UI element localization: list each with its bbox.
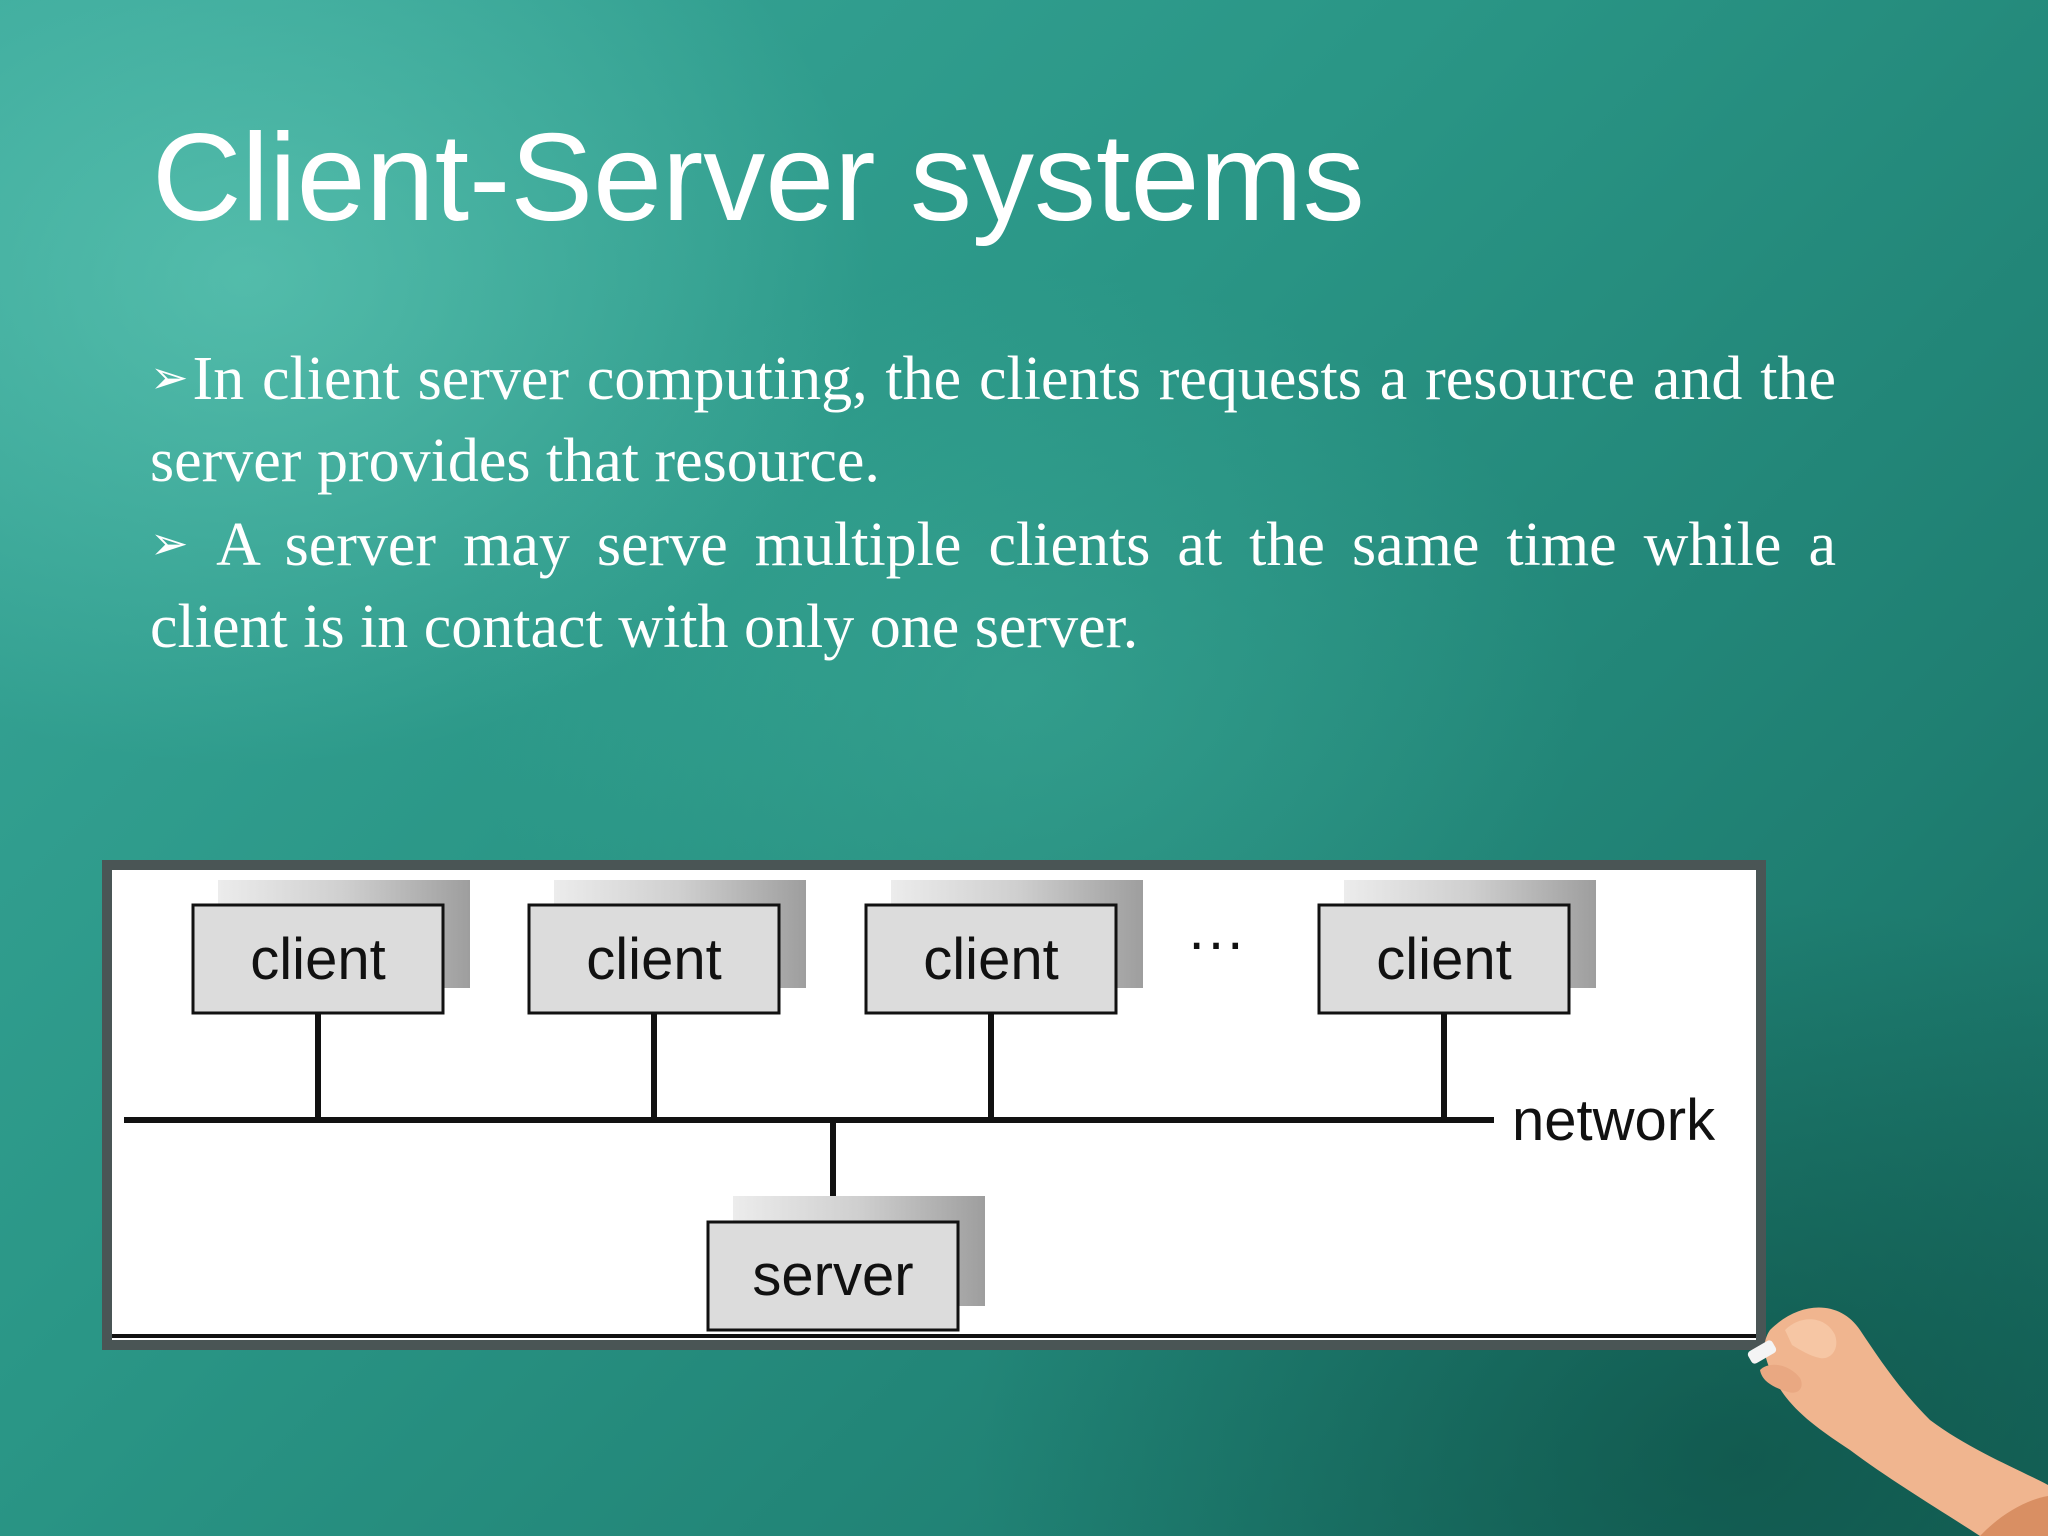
client-label: client bbox=[923, 927, 1058, 992]
arrow-bullet-icon: ➢ bbox=[150, 350, 189, 404]
slide-title: Client-Server systems bbox=[152, 109, 1365, 247]
client-label: client bbox=[250, 927, 385, 992]
arrow-bullet-icon: ➢ bbox=[150, 516, 189, 570]
bullet-item: ➢In client server computing, the clients… bbox=[150, 336, 1836, 502]
ellipsis-label: ··· bbox=[1187, 910, 1245, 975]
client-node: client bbox=[1317, 880, 1596, 1015]
server-node: server bbox=[706, 1196, 985, 1332]
bullet-list: ➢In client server computing, the clients… bbox=[150, 336, 1836, 668]
hand-with-chalk-icon bbox=[1747, 1307, 2048, 1536]
bullet-item: ➢ A server may serve multiple clients at… bbox=[150, 502, 1836, 668]
client-server-diagram: client client client ··· client network bbox=[102, 860, 1766, 1350]
client-node: client bbox=[527, 880, 806, 1015]
client-box bbox=[1317, 903, 1571, 1015]
client-label: client bbox=[1376, 927, 1511, 992]
client-box bbox=[191, 903, 445, 1015]
client-node: client bbox=[191, 880, 470, 1015]
bullet-text: A server may serve multiple clients at t… bbox=[150, 511, 1836, 661]
client-label: client bbox=[586, 927, 721, 992]
network-label: network bbox=[1512, 1088, 1716, 1153]
client-box bbox=[527, 903, 781, 1015]
server-box bbox=[706, 1220, 960, 1332]
client-node: client bbox=[864, 880, 1143, 1015]
bullet-text: In client server computing, the clients … bbox=[150, 345, 1836, 495]
server-label: server bbox=[752, 1243, 913, 1308]
diagram-canvas: client client client ··· client network bbox=[112, 880, 1756, 1338]
